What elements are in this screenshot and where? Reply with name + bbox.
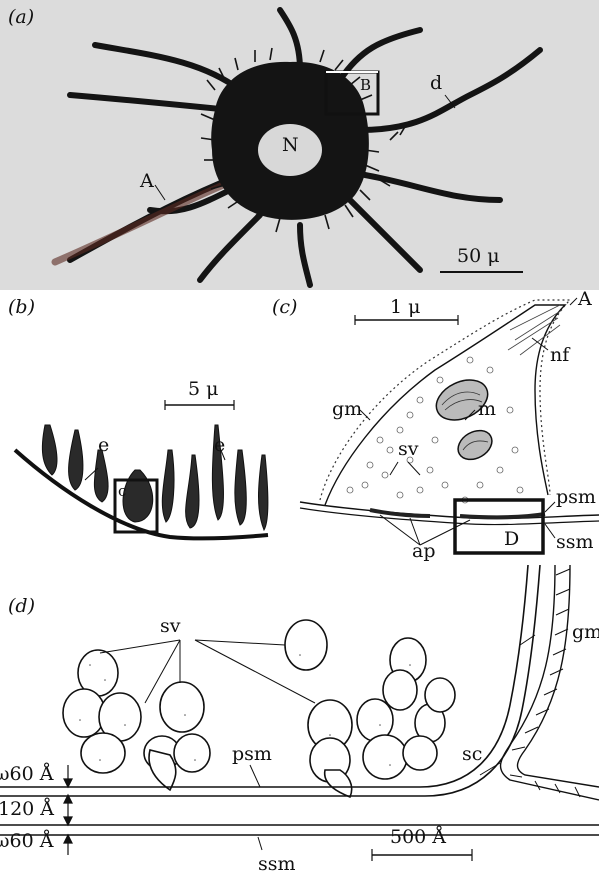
label-N: N [282,136,299,155]
panel-c: (c) 1 μ A nf gm m sv psm ssm ap D [270,290,599,565]
label-d-ssm: ssm [258,855,296,874]
label-sv: sv [398,440,418,459]
label-nf: nf [550,346,569,365]
label-d-sv: sv [160,617,180,636]
label-e-2: e [214,436,225,455]
scale-label-c: 1 μ [390,298,420,317]
label-m: m [478,400,496,419]
panel-a: (a) N A d B 50 μ [0,0,599,290]
scale-label-d: 500 Å [390,828,446,847]
label-gm: gm [332,400,362,419]
label-c-A: A [578,290,592,309]
panel-b: (b) 5 μ e e c [0,290,270,565]
label-d-sc: sc [462,745,482,764]
label-D: D [504,530,519,549]
dimension-2: 120 Å [0,800,54,819]
synapse-detail-drawing [0,565,599,883]
label-d-psm: psm [232,745,272,764]
neuron-cell-drawing [0,0,599,290]
scale-label-b: 5 μ [188,380,218,399]
panel-d: (d) sv gm psm sc ssm ω60 Å 120 Å ω60 Å 5… [0,565,599,883]
panel-d-label: (d) [8,597,35,616]
panel-a-label: (a) [8,8,34,27]
label-psm: psm [556,488,596,507]
bouton-drawing [270,290,599,565]
label-d: d [430,74,442,93]
panel-c-label: (c) [272,298,297,317]
scale-label-a: 50 μ [457,247,500,266]
label-ap: ap [412,542,436,561]
box-d [455,500,543,553]
panel-b-label: (b) [8,298,35,317]
label-c: c [118,484,126,499]
dendrite-spines-drawing [0,290,270,565]
dimension-3: ω60 Å [0,832,53,851]
dimension-1: ω60 Å [0,765,53,784]
label-B: B [360,78,371,93]
label-A: A [140,172,154,191]
label-ssm: ssm [556,533,594,552]
label-e-1: e [98,436,109,455]
label-d-gm: gm [572,623,599,642]
